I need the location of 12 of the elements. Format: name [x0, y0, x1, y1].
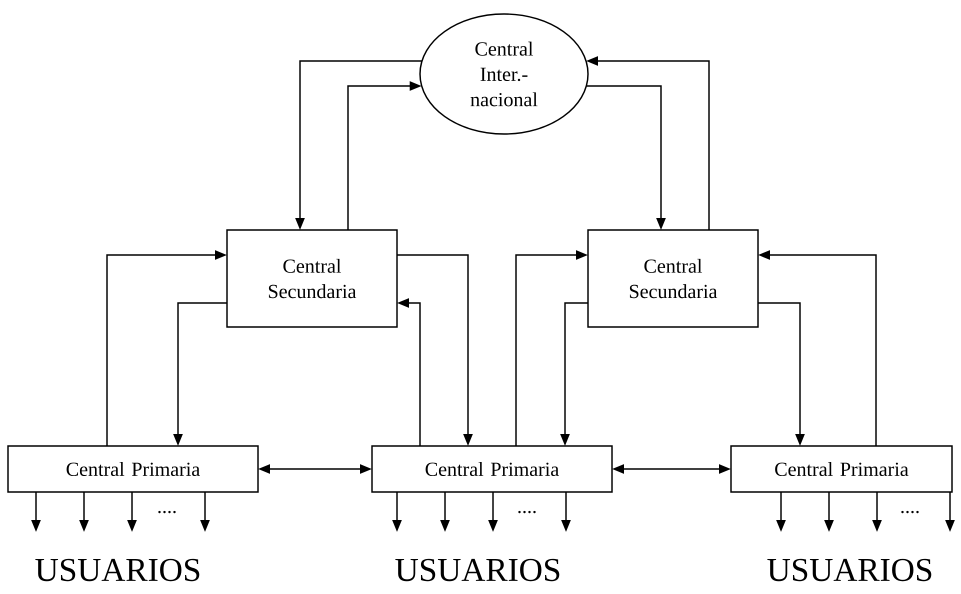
process-box: Central Secundaria: [226, 229, 398, 328]
group-label: USUARIOS: [35, 558, 200, 582]
ellipse-node: Central Inter.- nacional: [419, 13, 589, 135]
ellipsis-label: ....: [518, 510, 536, 514]
process-box: Central Primaria: [371, 445, 613, 493]
process-box: Central Primaria: [7, 445, 259, 493]
process-box: Central Secundaria: [587, 229, 759, 328]
group-label: USUARIOS: [767, 558, 932, 582]
ellipsis-label: ....: [158, 510, 176, 514]
process-box: Central Primaria: [730, 445, 953, 493]
ellipsis-label: ....: [901, 510, 919, 514]
group-label: USUARIOS: [395, 558, 560, 582]
